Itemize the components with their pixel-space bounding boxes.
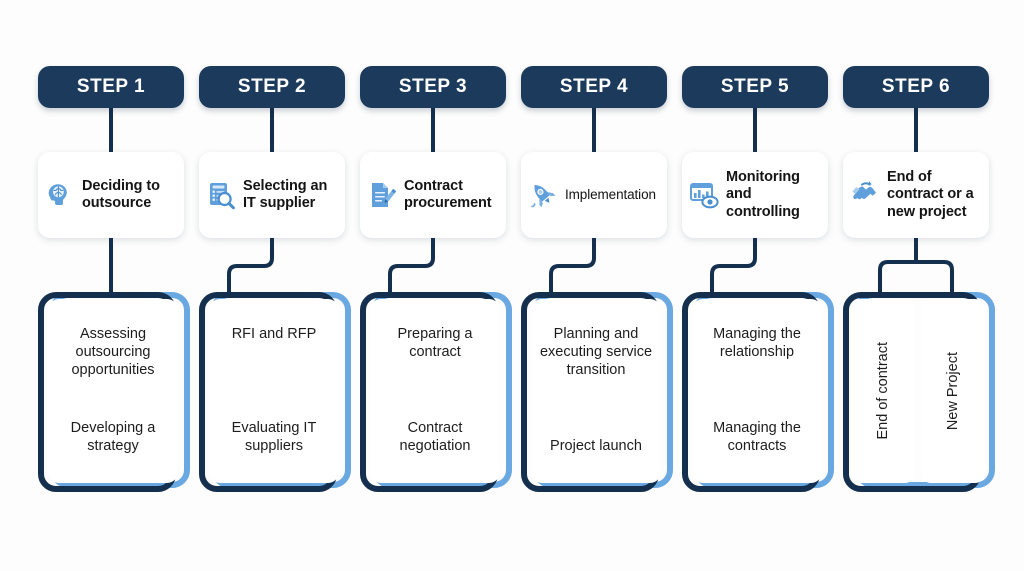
task-item: Evaluating IT suppliers <box>231 419 317 454</box>
wire-step-3 <box>388 236 435 294</box>
card-half-right: New Project <box>921 299 985 483</box>
step-header-label-3: STEP 3 <box>398 76 468 97</box>
step-bottom-card-2[interactable]: RFI and RFP Evaluating IT suppliers <box>199 292 351 492</box>
step-title-label-2: Selecting an IT supplier <box>243 177 328 211</box>
step-title-label-4: Implementation <box>565 187 656 203</box>
dashboard-eye-icon <box>688 179 720 211</box>
task-item: Assessing outsourcing opportunities <box>71 326 155 379</box>
step-header-label-2: STEP 2 <box>237 76 307 97</box>
step-title-card-2[interactable]: Selecting an IT supplier <box>199 152 345 238</box>
step-header-4[interactable]: STEP 4 <box>521 66 667 108</box>
handshake-arrow-icon <box>849 179 881 211</box>
step-title-card-3[interactable]: Contract procurement <box>360 152 506 238</box>
rocket-icon <box>527 179 559 211</box>
card-content-split: End of contract New Project <box>851 299 985 483</box>
card-content: Planning and executing service transitio… <box>531 299 661 483</box>
step-bottom-card-5[interactable]: Managing the relationship Managing the c… <box>682 292 834 492</box>
wire-step-2 <box>227 236 274 294</box>
brain-head-icon <box>44 179 76 211</box>
task-item: Contract negotiation <box>399 419 471 454</box>
step-header-2[interactable]: STEP 2 <box>199 66 345 108</box>
task-item-vertical: End of contract <box>875 342 891 440</box>
wire-step-5 <box>710 236 757 294</box>
step-header-5[interactable]: STEP 5 <box>682 66 828 108</box>
step-title-label-6: End of contract or a new project <box>887 169 974 220</box>
step-bottom-card-6[interactable]: End of contract New Project <box>843 292 995 492</box>
step-title-label-1: Deciding to outsource <box>82 177 160 211</box>
step-title-card-6[interactable]: End of contract or a new project <box>843 152 989 238</box>
step-title-card-1[interactable]: Deciding to outsource <box>38 152 184 238</box>
task-item: Managing the contracts <box>713 419 801 454</box>
step-header-label-1: STEP 1 <box>76 76 146 97</box>
step-title-card-4[interactable]: Implementation <box>521 152 667 238</box>
task-item: Managing the relationship <box>713 326 801 361</box>
checklist-magnifier-icon <box>205 179 237 211</box>
step-title-label-3: Contract procurement <box>404 177 492 211</box>
step-header-label-6: STEP 6 <box>881 76 951 97</box>
document-pencil-icon <box>366 179 398 211</box>
task-item: RFI and RFP <box>231 326 317 342</box>
step-header-label-5: STEP 5 <box>720 76 790 97</box>
task-item: Developing a strategy <box>70 419 156 454</box>
step-bottom-card-4[interactable]: Planning and executing service transitio… <box>521 292 673 492</box>
wire-step-6-fork <box>878 260 954 294</box>
card-content: Managing the relationship Managing the c… <box>692 299 822 483</box>
card-half-left: End of contract <box>851 299 915 483</box>
task-item: Planning and executing service transitio… <box>539 326 653 379</box>
step-header-3[interactable]: STEP 3 <box>360 66 506 108</box>
task-item-vertical: New Project <box>945 351 961 431</box>
task-item: Preparing a contract <box>397 326 473 361</box>
step-title-label-5: Monitoring and controlling <box>726 169 800 220</box>
wire-step-4 <box>549 236 596 294</box>
card-content: Assessing outsourcing opportunities Deve… <box>48 299 178 483</box>
card-content: RFI and RFP Evaluating IT suppliers <box>209 299 339 483</box>
task-item: Project launch <box>550 437 642 454</box>
step-title-card-5[interactable]: Monitoring and controlling <box>682 152 828 238</box>
step-header-1[interactable]: STEP 1 <box>38 66 184 108</box>
step-header-label-4: STEP 4 <box>559 76 629 97</box>
card-content: Preparing a contract Contract negotiatio… <box>370 299 500 483</box>
step-header-6[interactable]: STEP 6 <box>843 66 989 108</box>
step-bottom-card-3[interactable]: Preparing a contract Contract negotiatio… <box>360 292 512 492</box>
step-bottom-card-1[interactable]: Assessing outsourcing opportunities Deve… <box>38 292 190 492</box>
